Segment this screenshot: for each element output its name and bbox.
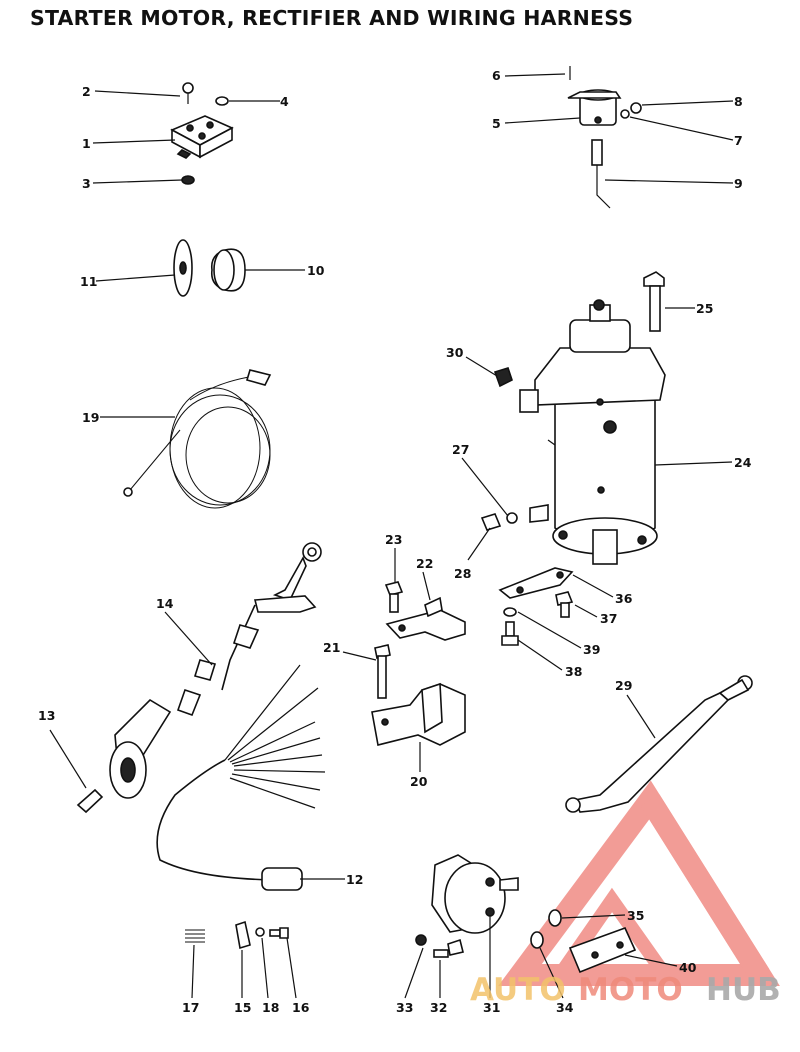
nut-part-3 bbox=[181, 175, 195, 185]
callout-17: 17 bbox=[182, 1000, 199, 1015]
callout-13: 13 bbox=[38, 708, 55, 723]
callout-25: 25 bbox=[696, 301, 713, 316]
watermark-moto: MOTO bbox=[578, 972, 683, 1008]
bolt-part-38 bbox=[501, 621, 519, 646]
cable-part-19 bbox=[123, 369, 272, 509]
callout-22: 22 bbox=[416, 556, 433, 571]
washer-part-39 bbox=[503, 607, 517, 617]
callout-12: 12 bbox=[346, 872, 363, 887]
callout-9: 9 bbox=[734, 176, 743, 191]
watermark-auto: AUTO bbox=[470, 972, 566, 1008]
page-title: STARTER MOTOR, RECTIFIER AND WIRING HARN… bbox=[30, 6, 634, 30]
bracket-part-20 bbox=[371, 682, 466, 746]
washer-part-18 bbox=[255, 927, 265, 937]
watermark-logo bbox=[498, 780, 780, 986]
grommet-part-10 bbox=[210, 248, 246, 292]
callout-38: 38 bbox=[565, 664, 582, 679]
callout-19: 19 bbox=[82, 410, 99, 425]
callout-23: 23 bbox=[385, 532, 402, 547]
callout-15: 15 bbox=[234, 1000, 251, 1015]
solenoid-part-5 bbox=[567, 89, 622, 126]
callout-29: 29 bbox=[615, 678, 632, 693]
bolt-part-37 bbox=[555, 591, 574, 618]
callout-4: 4 bbox=[280, 94, 289, 109]
clip-part-15 bbox=[235, 920, 251, 950]
callout-11: 11 bbox=[80, 274, 97, 289]
callout-36: 36 bbox=[615, 591, 633, 606]
callout-35: 35 bbox=[627, 908, 644, 923]
plug-part-13 bbox=[76, 698, 172, 814]
callout-21: 21 bbox=[323, 640, 340, 655]
callout-7: 7 bbox=[734, 133, 743, 148]
spring-part-17 bbox=[185, 929, 205, 943]
washer-part-34-35 bbox=[530, 909, 562, 949]
bolt-part-25 bbox=[643, 271, 665, 332]
callout-34: 34 bbox=[556, 1000, 574, 1015]
nut-part-28 bbox=[480, 513, 502, 531]
callout-28: 28 bbox=[454, 566, 471, 581]
starter-motor-part-24 bbox=[519, 299, 666, 565]
rectifier-part bbox=[170, 115, 234, 159]
callout-5: 5 bbox=[492, 116, 501, 131]
callout-2: 2 bbox=[82, 84, 91, 99]
callout-20: 20 bbox=[410, 774, 428, 789]
callout-39: 39 bbox=[583, 642, 600, 657]
callout-18: 18 bbox=[262, 1000, 279, 1015]
watermark-hub: HUB bbox=[706, 972, 781, 1008]
screw-part-2 bbox=[182, 82, 194, 104]
screw-part-16 bbox=[269, 927, 289, 939]
leader-lines bbox=[49, 73, 734, 999]
callout-32: 32 bbox=[430, 1000, 447, 1015]
callout-37: 37 bbox=[600, 611, 617, 626]
solenoid-part-31 bbox=[431, 854, 519, 934]
callout-33: 33 bbox=[396, 1000, 413, 1015]
watermark-text: AUTO MOTO HUB bbox=[470, 972, 781, 1008]
bolt-part-30 bbox=[493, 367, 513, 388]
washer-part-11 bbox=[173, 239, 193, 297]
callout-14: 14 bbox=[156, 596, 174, 611]
cable-part-29 bbox=[565, 675, 753, 813]
screw-part-32 bbox=[433, 938, 464, 958]
callout-labels: 1 2 3 4 5 6 7 8 9 10 11 12 13 14 15 16 1… bbox=[38, 68, 752, 1015]
callout-31: 31 bbox=[483, 1000, 500, 1015]
callout-6: 6 bbox=[492, 68, 501, 83]
callout-8: 8 bbox=[734, 94, 743, 109]
washer-part-7 bbox=[620, 109, 630, 119]
callout-40: 40 bbox=[679, 960, 697, 975]
battery-lead-part-14 bbox=[176, 542, 322, 717]
callout-27: 27 bbox=[452, 442, 469, 457]
callout-24: 24 bbox=[734, 455, 752, 470]
lead-part-9 bbox=[591, 139, 611, 209]
callout-1: 1 bbox=[82, 136, 91, 151]
callout-10: 10 bbox=[307, 263, 325, 278]
callout-30: 30 bbox=[446, 345, 464, 360]
bracket-part-36 bbox=[498, 567, 574, 599]
callout-16: 16 bbox=[292, 1000, 310, 1015]
bracket-part-22 bbox=[385, 596, 466, 641]
nut-part-8 bbox=[630, 102, 642, 114]
wiring-harness-part-12 bbox=[156, 664, 326, 891]
nut-part-4 bbox=[215, 96, 229, 106]
bolt-part-23 bbox=[384, 581, 404, 613]
washer-part-33 bbox=[415, 934, 427, 946]
washer-part-27 bbox=[506, 512, 518, 524]
terminal-block-part-40 bbox=[568, 926, 637, 974]
callout-3: 3 bbox=[82, 176, 91, 191]
bolt-part-21 bbox=[374, 644, 391, 699]
